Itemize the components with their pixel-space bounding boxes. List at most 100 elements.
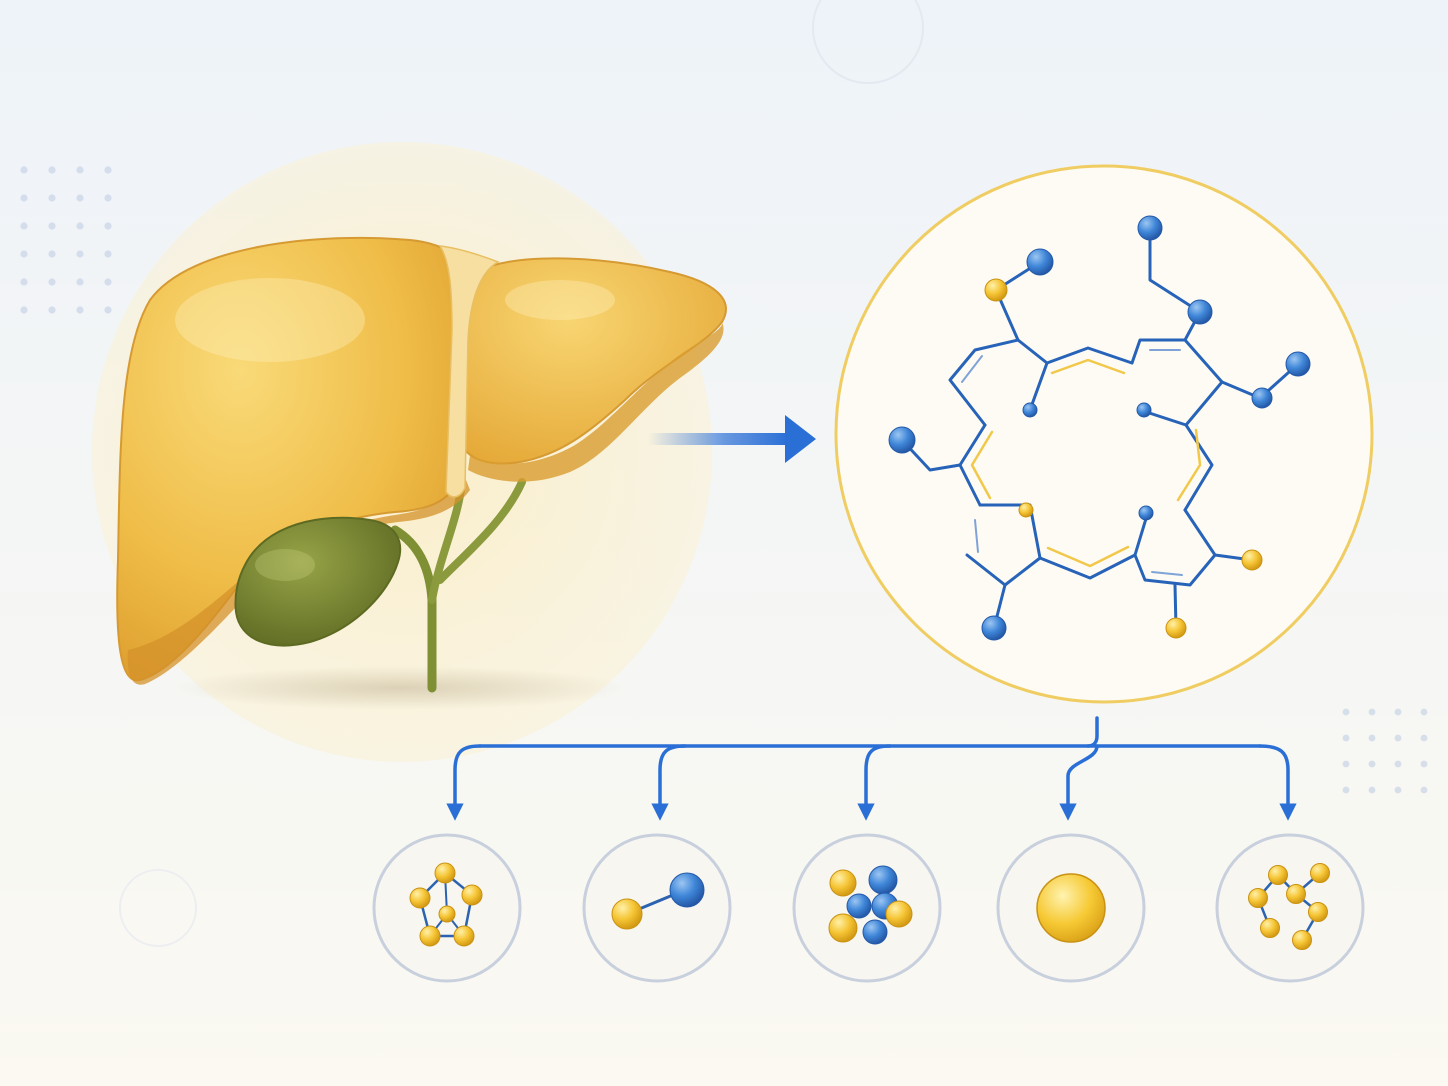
substituent-bond [1148, 226, 1202, 342]
pyrrole-ring-1 [948, 338, 1049, 427]
decor-dot [1420, 760, 1428, 768]
blue-atom [1026, 248, 1054, 276]
decor-dot [76, 194, 84, 202]
porphyrin-ring-molecule-icon [888, 215, 1311, 641]
blue-atom [1285, 351, 1311, 377]
blue-atom [868, 865, 898, 895]
connector-branch-4 [1059, 744, 1099, 821]
liver-highlight [175, 278, 365, 362]
ring-atom-cluster-icon [1215, 833, 1365, 983]
liver-with-gallbladder-icon [116, 236, 727, 693]
blue-atom [1136, 402, 1152, 418]
mixed-atom-cluster-icon [792, 833, 942, 983]
yellow-atom [984, 278, 1008, 302]
decor-dot [20, 306, 28, 314]
dot-grid-decoration [1342, 708, 1428, 794]
decor-dot [48, 194, 56, 202]
pentagon-atom-cluster-icon [372, 833, 522, 983]
decor-dot [1368, 760, 1376, 768]
decor-dot [1342, 708, 1350, 716]
substituent-bond [900, 438, 962, 472]
blue-atom [981, 615, 1007, 641]
cluster-bond [1256, 873, 1320, 914]
blue-atom [1137, 215, 1163, 241]
decor-dot [1420, 734, 1428, 742]
arrow-shaft [648, 433, 788, 445]
product-circle [1215, 833, 1365, 983]
decor-dot [1368, 734, 1376, 742]
decor-dot [48, 306, 56, 314]
liver-left-lobe-edge [468, 322, 724, 482]
yellow-atom [1018, 502, 1034, 518]
blue-atom [669, 872, 705, 908]
two-atom-molecule-icon [582, 833, 732, 983]
blue-atom [1022, 402, 1038, 418]
single-sphere-icon [996, 833, 1146, 983]
bile-duct [436, 478, 526, 584]
yellow-atom [1308, 902, 1328, 922]
decor-dot [76, 222, 84, 230]
yellow-atom [438, 905, 456, 923]
decor-ring [812, 0, 924, 84]
decor-dot [104, 306, 112, 314]
decor-dot [1394, 786, 1402, 794]
decor-dot [1342, 734, 1350, 742]
dot-grid-decoration [20, 166, 112, 314]
yellow-atom [611, 898, 643, 930]
connector-branch-1 [446, 744, 482, 821]
conjugated-bond [1176, 428, 1202, 502]
yellow-atom [1310, 863, 1330, 883]
blue-atom [1138, 505, 1154, 521]
yellow-atom [453, 925, 475, 947]
yellow-atom [434, 862, 456, 884]
decor-dot [20, 278, 28, 286]
liver-shadow [170, 666, 630, 710]
decor-dot [1394, 734, 1402, 742]
blue-atom [1251, 387, 1273, 409]
blue-atom [1187, 299, 1213, 325]
meso-bridge-right [1183, 423, 1214, 512]
decor-dot [76, 278, 84, 286]
meso-bridge-top [1045, 346, 1134, 365]
blue-atom [846, 893, 872, 919]
product-row [372, 833, 1365, 983]
connector-branch-5 [1258, 744, 1297, 821]
decor-dot [104, 222, 112, 230]
decor-dot [1342, 786, 1350, 794]
decor-dot [48, 250, 56, 258]
molecule-circle [834, 164, 1374, 704]
decor-ring [119, 869, 197, 947]
connector-branch-2 [651, 744, 687, 821]
decor-dot [1342, 760, 1350, 768]
decor-dot [1368, 708, 1376, 716]
yellow-atom [1268, 865, 1288, 885]
arrow-right-icon [648, 415, 816, 463]
decor-dot [1394, 708, 1402, 716]
decor-dot [104, 278, 112, 286]
yellow-atom [1260, 918, 1280, 938]
decor-dot [1368, 786, 1376, 794]
decor-dot [1420, 708, 1428, 716]
decor-dot [1420, 786, 1428, 794]
decor-dot [48, 278, 56, 286]
product-circle [582, 833, 732, 983]
conjugated-bond [1046, 545, 1130, 568]
decor-dot [104, 166, 112, 174]
yellow-atom [409, 887, 431, 909]
yellow-atom [1248, 888, 1268, 908]
decor-dot [20, 250, 28, 258]
yellow-atom [885, 900, 913, 928]
decor-dot [20, 194, 28, 202]
sphere [1036, 873, 1106, 943]
decor-dot [20, 222, 28, 230]
yellow-atom [461, 884, 483, 906]
meso-bridge-bottom [1038, 553, 1137, 580]
decor-dot [48, 166, 56, 174]
pyrrole-ring-2 [1130, 338, 1224, 427]
blue-atom [862, 919, 888, 945]
gallbladder-highlight [255, 549, 315, 581]
decor-dot [1394, 760, 1402, 768]
decor-dot [76, 166, 84, 174]
